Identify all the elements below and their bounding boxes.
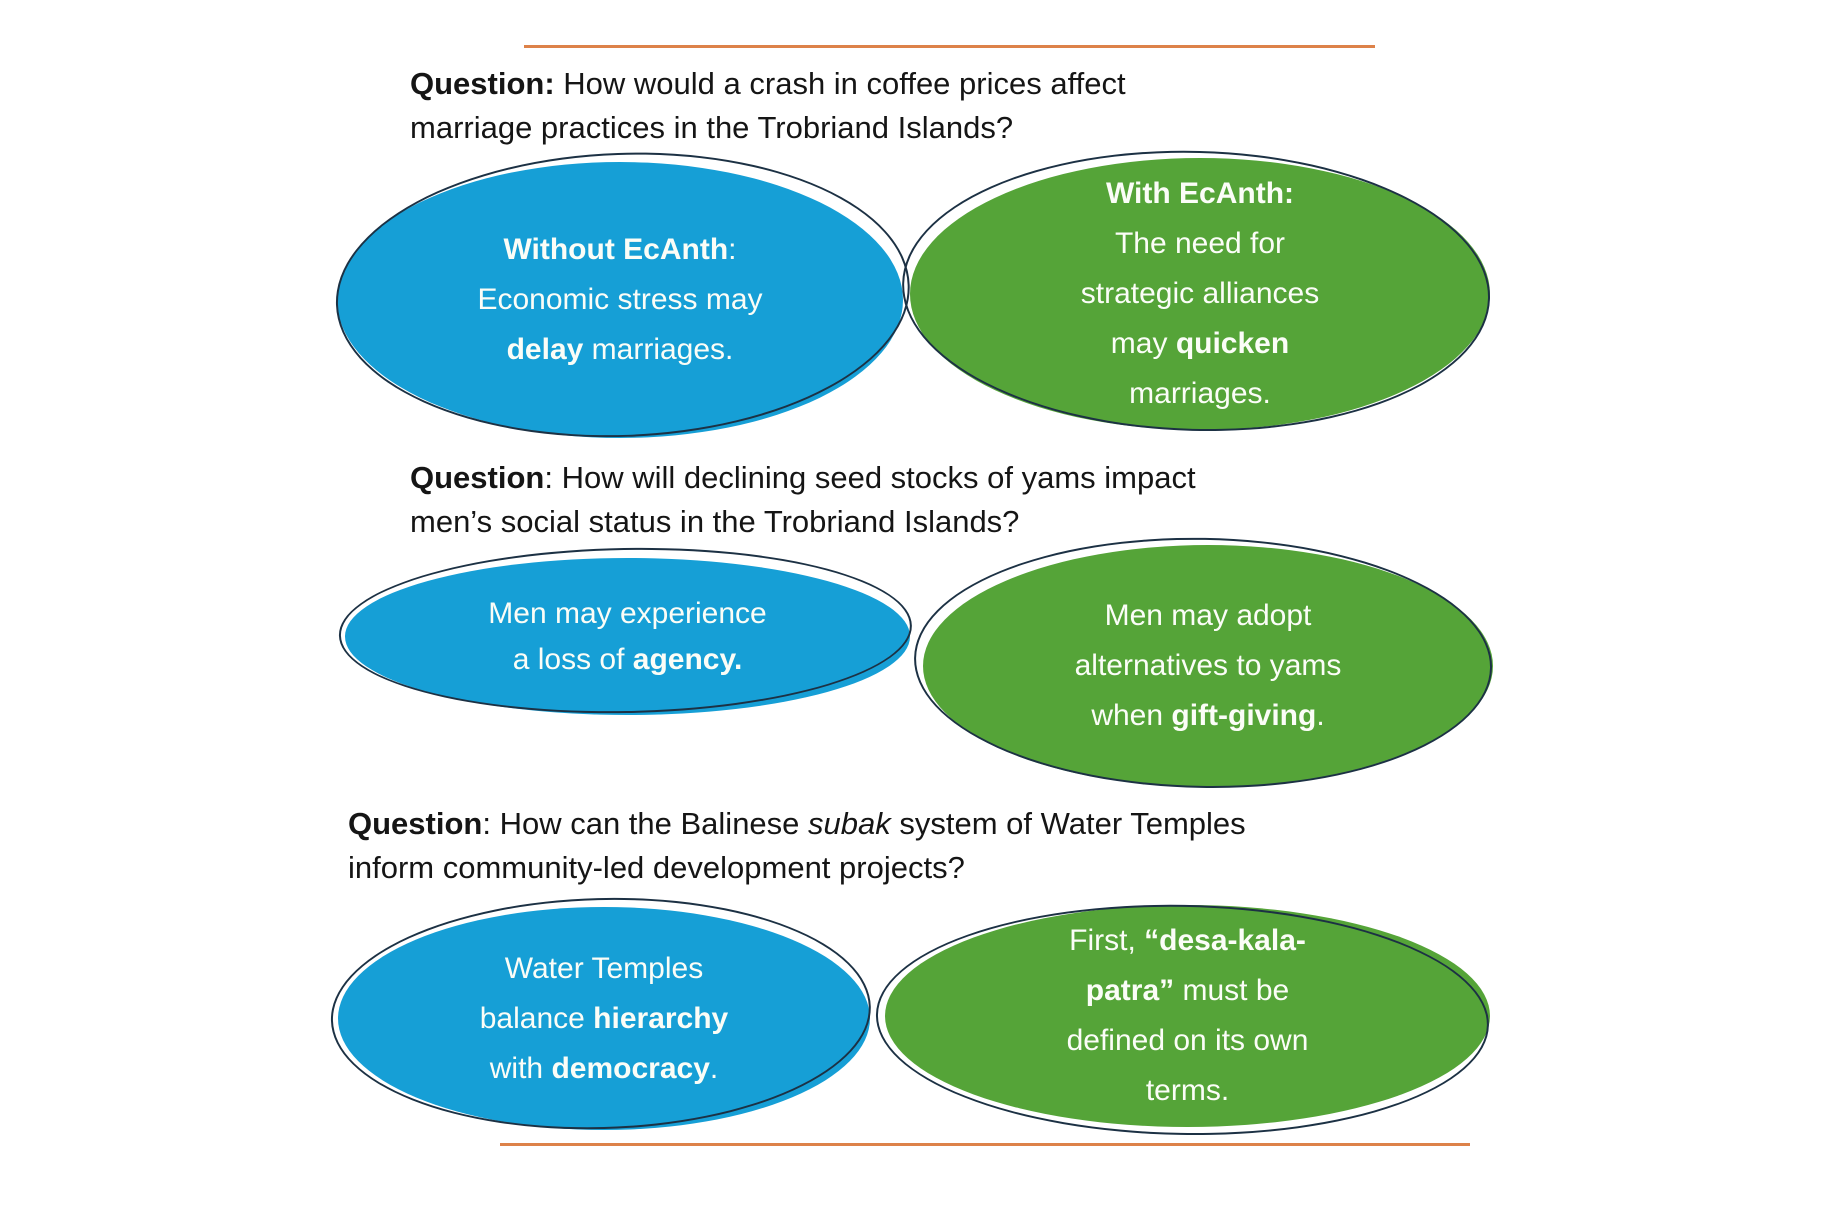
question-2: Question: How will declining seed stocks… <box>410 460 1196 539</box>
bottom-divider-line <box>500 1143 1470 1146</box>
question-1: Question: How would a crash in coffee pr… <box>410 66 1126 145</box>
top-divider-line <box>524 45 1375 48</box>
question-3: Question: How can the Balinese subak sys… <box>348 806 1246 885</box>
